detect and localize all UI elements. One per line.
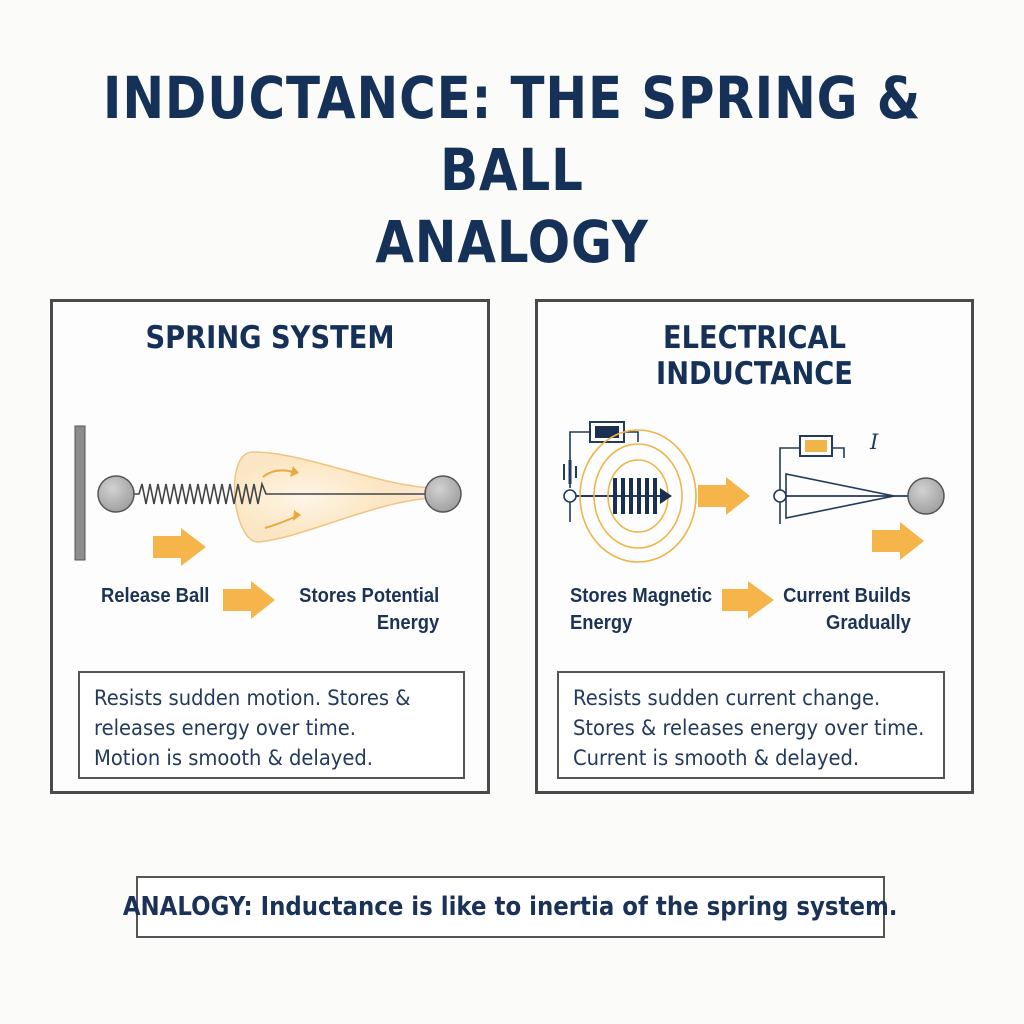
page-title: INDUCTANCE: THE SPRING & BALL ANALOGY bbox=[72, 62, 953, 278]
release-ball-caption: Release Ball bbox=[101, 585, 210, 607]
spring-note-box: Resists sudden motion. Stores & releases… bbox=[78, 671, 465, 779]
terminal-node bbox=[563, 489, 577, 503]
title-line-2: ANALOGY bbox=[375, 208, 649, 276]
spring-note-line: Resists sudden motion. Stores & bbox=[94, 686, 411, 710]
analogy-box: ANALOGY: Inductance is like to inertia o… bbox=[123, 876, 898, 938]
current-symbol-label: I bbox=[870, 430, 879, 454]
spring-system-panel: SPRING SYSTEM Release bbox=[50, 299, 490, 794]
spring-illustration bbox=[74, 425, 462, 619]
current-builds-line-1: Current Builds bbox=[783, 585, 911, 607]
wall bbox=[74, 425, 86, 561]
spring-note-line: Motion is smooth & delayed. bbox=[94, 746, 373, 770]
caption-arrow-icon bbox=[223, 581, 275, 619]
electrical-inductance-panel: ELECTRICAL INDUCTANCE bbox=[535, 299, 974, 794]
stores-potential-line-2: Energy bbox=[376, 612, 439, 634]
current-builds-caption: Current Builds Gradually bbox=[783, 583, 911, 637]
energy-glow bbox=[233, 451, 432, 543]
inductance-note-line: Stores & releases energy over time. bbox=[573, 716, 925, 740]
analogy-text: ANALOGY: Inductance is like to inertia o… bbox=[123, 892, 898, 922]
spring-coil bbox=[133, 481, 271, 505]
motion-arrow-icon bbox=[153, 528, 206, 566]
spring-note-line: releases energy over time. bbox=[94, 716, 356, 740]
spring-panel-heading: SPRING SYSTEM bbox=[145, 320, 395, 356]
inductance-note-box: Resists sudden current change. Stores & … bbox=[557, 671, 945, 779]
stores-magnetic-line-2: Energy bbox=[570, 612, 633, 634]
stores-magnetic-line-1: Stores Magnetic bbox=[570, 585, 713, 607]
inductance-panel-heading: ELECTRICAL INDUCTANCE bbox=[656, 320, 853, 392]
ball bbox=[424, 475, 462, 513]
stores-potential-line-1: Stores Potential bbox=[298, 585, 439, 607]
inductance-note-line: Resists sudden current change. bbox=[573, 686, 881, 710]
stores-magnetic-caption: Stores Magnetic Energy bbox=[570, 583, 712, 637]
energy-flow-arrow-top-icon bbox=[262, 469, 294, 478]
flow-arrow-icon bbox=[698, 477, 750, 515]
stores-potential-caption: Stores Potential Energy bbox=[299, 583, 439, 637]
ball bbox=[907, 477, 945, 515]
caption-arrow-icon bbox=[722, 581, 774, 619]
battery-icon bbox=[563, 460, 577, 484]
circuit-wire bbox=[569, 431, 590, 488]
inductance-illustration bbox=[563, 421, 945, 619]
anchor-ball bbox=[97, 475, 135, 513]
terminal-node bbox=[773, 489, 787, 503]
title-line-1: INDUCTANCE: THE SPRING & BALL bbox=[102, 64, 922, 204]
current-builds-line-2: Gradually bbox=[826, 612, 911, 634]
inductance-note-line: Current is smooth & delayed. bbox=[573, 746, 860, 770]
current-arrow-icon bbox=[872, 522, 924, 560]
inductor-coil-icon bbox=[613, 478, 657, 514]
current-direction-arrow-icon bbox=[660, 488, 672, 504]
